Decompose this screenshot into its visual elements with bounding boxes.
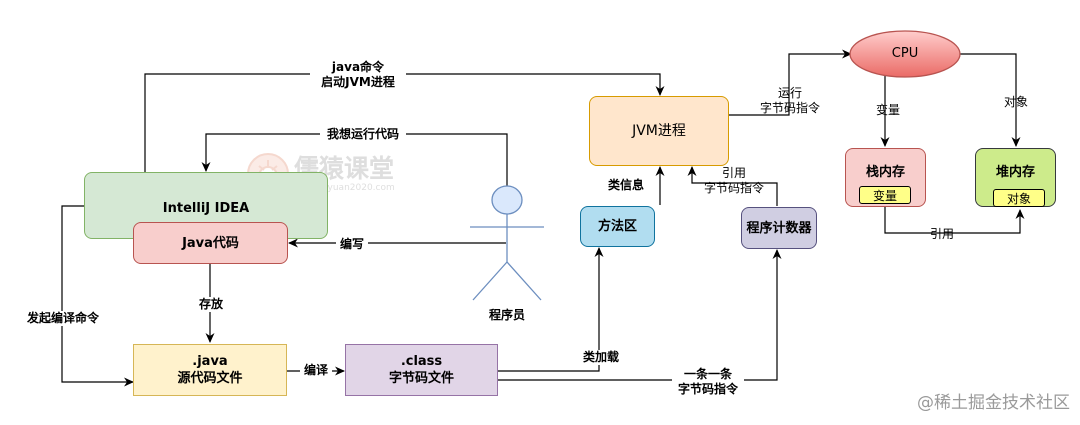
compile-label: 编译 — [300, 363, 332, 378]
arrow-run-instr — [729, 49, 852, 116]
run-instr-line1: 运行 — [777, 86, 802, 100]
obj-label: 对象 — [1000, 95, 1032, 110]
class-file-desc: 字节码文件 — [388, 371, 454, 386]
one-by-one-line2: 字节码指令 — [677, 382, 738, 396]
heap-object-text: 对象 — [1006, 191, 1031, 206]
run-instr-line2: 字节码指令 — [759, 101, 820, 115]
java-code-label: Java代码 — [182, 235, 239, 251]
one-by-one-line1: 一条一条 — [683, 367, 732, 381]
compile-cmd-text: 发起编译命令 — [26, 311, 99, 325]
programmer-text: 程序员 — [488, 308, 525, 322]
write-label: 编写 — [336, 237, 368, 252]
stack-variable-tag: 变量 — [859, 186, 911, 204]
class-file-ext: .class — [400, 354, 443, 369]
obj-text: 对象 — [1003, 95, 1028, 109]
ref-instr-line1: 引用 — [721, 166, 746, 180]
java-cmd-line2: 启动JVM进程 — [321, 75, 395, 89]
class-info-text: 类信息 — [607, 178, 644, 192]
ref-instr-label: 引用 字节码指令 — [698, 166, 770, 196]
class-info-label: 类信息 — [603, 178, 649, 193]
java-source-file-box: .java 源代码文件 — [133, 344, 287, 396]
cpu-shape — [849, 30, 961, 78]
heap-object-tag: 对象 — [993, 189, 1045, 207]
var-text: 变量 — [875, 103, 900, 117]
program-counter-box: 程序计数器 — [741, 207, 817, 249]
stack-variable-text: 变量 — [872, 188, 897, 203]
programmer-figure — [470, 185, 544, 301]
one-by-one-label: 一条一条 字节码指令 — [672, 367, 744, 397]
ref-text: 引用 — [929, 227, 954, 241]
arrow-ref — [884, 206, 1025, 234]
ref-instr-line2: 字节码指令 — [703, 181, 764, 195]
compile-text: 编译 — [303, 363, 328, 377]
method-area-box: 方法区 — [580, 206, 655, 247]
want-run-text: 我想运行代码 — [326, 127, 399, 141]
stack-memory-label: 栈内存 — [865, 165, 905, 180]
ref-label: 引用 — [926, 227, 958, 242]
arrow-one-by-one — [498, 249, 782, 381]
arrow-compile-cmd — [61, 205, 134, 387]
program-counter-label: 程序计数器 — [746, 220, 812, 236]
programmer-label: 程序员 — [484, 308, 530, 323]
class-file-box: .class 字节码文件 — [345, 344, 498, 396]
write-text: 编写 — [339, 237, 364, 251]
cpu-label: CPU — [850, 46, 960, 61]
watermark-url: www.ruyuan2020.com — [294, 183, 395, 193]
want-run-label: 我想运行代码 — [320, 127, 406, 142]
java-file-ext: .java — [192, 354, 228, 369]
var-label: 变量 — [872, 103, 904, 118]
jvm-process-box: JVM进程 — [589, 96, 729, 166]
store-label: 存放 — [195, 297, 227, 312]
cpu-text: CPU — [891, 46, 919, 61]
java-cmd-label: java命令 启动JVM进程 — [310, 60, 406, 90]
arrow-obj — [960, 53, 1021, 147]
heap-memory-label: 堆内存 — [995, 165, 1035, 180]
class-load-text: 类加载 — [582, 350, 619, 364]
arrow-class-load — [498, 247, 604, 372]
java-file-desc: 源代码文件 — [177, 371, 243, 386]
java-code-box: Java代码 — [133, 222, 288, 264]
class-load-label: 类加载 — [578, 350, 624, 365]
footer-credit: @稀土掘金技术社区 — [917, 393, 1070, 413]
stack-memory-box: 栈内存 — [845, 148, 926, 207]
run-instr-label: 运行 字节码指令 — [754, 86, 826, 116]
jvm-process-label: JVM进程 — [632, 122, 686, 139]
intellij-idea-label: IntelliJ IDEA — [162, 201, 250, 216]
compile-cmd-label: 发起编译命令 — [20, 311, 106, 326]
store-text: 存放 — [198, 297, 223, 311]
java-cmd-line1: java命令 — [331, 60, 385, 74]
method-area-label: 方法区 — [597, 219, 637, 234]
arrow-ref-instr — [687, 166, 778, 206]
